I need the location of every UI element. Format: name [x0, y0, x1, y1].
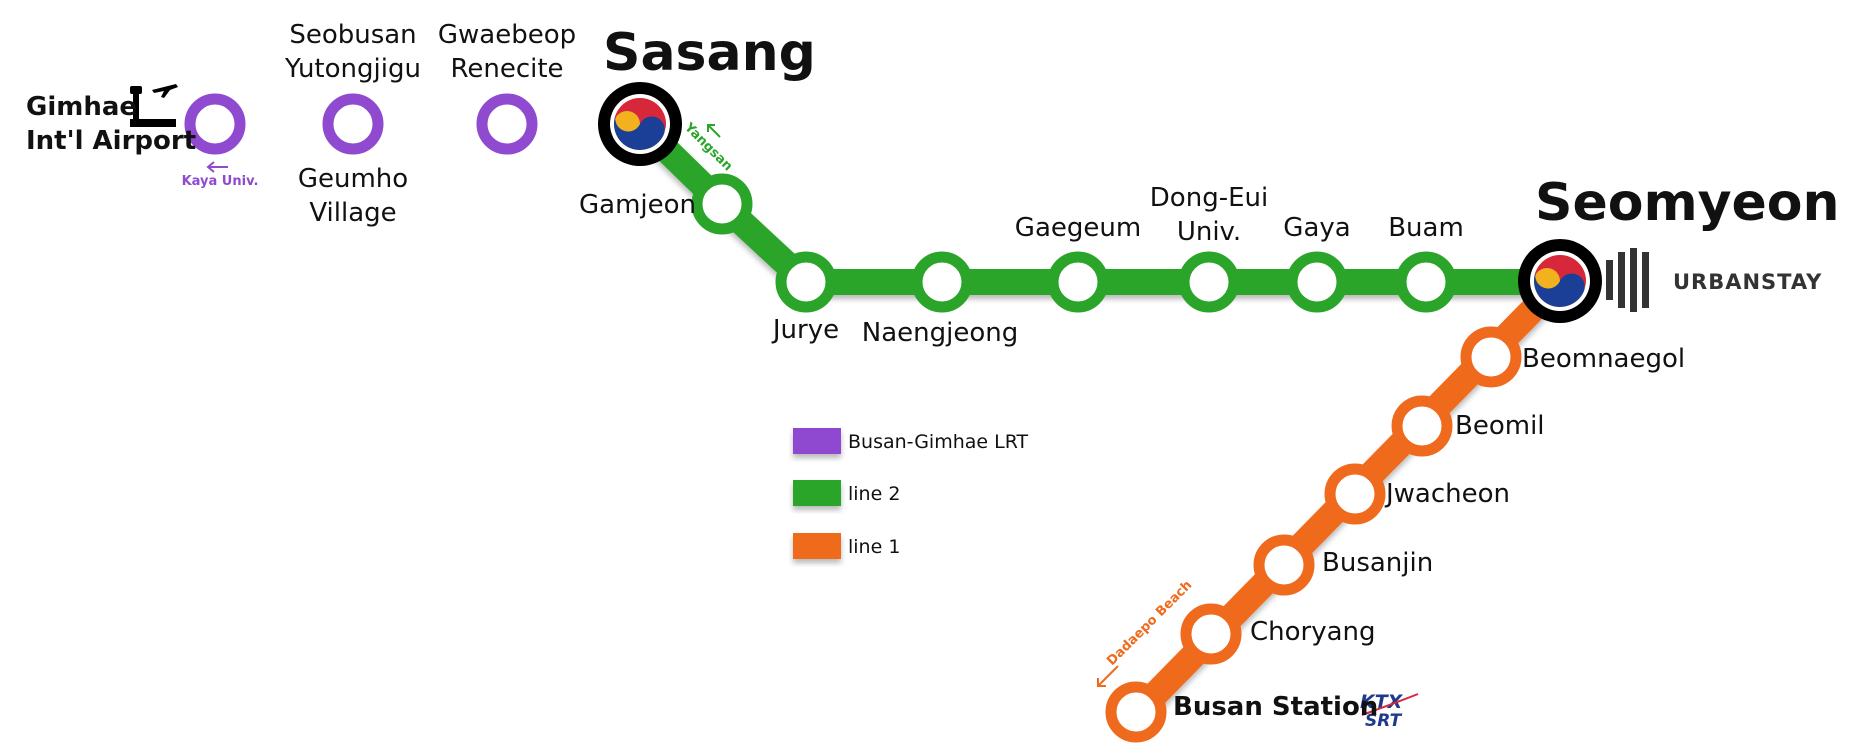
station-label-naengjeong[interactable]: Naengjeong: [862, 318, 1018, 348]
legend-label-line1: line 1: [848, 536, 900, 558]
station-label-jwacheon[interactable]: Jwacheon: [1384, 479, 1510, 509]
station-marker-jurye[interactable]: [775, 251, 837, 313]
station-label-dongeui[interactable]: Dong-Eui: [1150, 183, 1268, 213]
station-label-gamjeon[interactable]: Gamjeon: [579, 190, 696, 220]
station-label-seobusan[interactable]: Seobusan: [289, 20, 416, 50]
legend-swatch-lrt: [793, 428, 841, 454]
station-label-geumho-2[interactable]: Village: [309, 198, 396, 228]
station-label-choryang[interactable]: Choryang: [1250, 617, 1376, 647]
station-marker-busanjin[interactable]: [1253, 534, 1315, 596]
station-marker-gwaebeop[interactable]: [476, 93, 538, 155]
station-label-beomnaegol[interactable]: Beomnaegol: [1522, 344, 1685, 374]
station-marker-gimhae[interactable]: [184, 93, 246, 155]
station-label-busanjin[interactable]: Busanjin: [1322, 548, 1433, 578]
airport-icon: [130, 84, 178, 127]
srt-label: SRT: [1365, 711, 1403, 731]
station-marker-dongeui[interactable]: [1178, 251, 1240, 313]
station-label-gwaebeop-2[interactable]: Renecite: [450, 54, 563, 84]
station-marker-geumho[interactable]: [322, 93, 384, 155]
station-label-seomyeon[interactable]: Seomyeon: [1535, 173, 1840, 233]
station-marker-busan-station[interactable]: [1105, 681, 1167, 743]
station-marker-naengjeong[interactable]: [911, 251, 973, 313]
taegeuk-icon: [598, 82, 682, 166]
station-label-beomil[interactable]: Beomil: [1455, 411, 1545, 441]
station-label-seobusan-2[interactable]: Yutongjigu: [284, 54, 421, 84]
station-label-dongeui-2[interactable]: Univ.: [1177, 217, 1241, 247]
station-marker-beomnaegol[interactable]: [1460, 326, 1522, 388]
taegeuk-icon: [1518, 239, 1602, 323]
ktx-srt-logo: KTX SRT: [1360, 691, 1419, 731]
urbanstay-logo: URBANSTAY: [1606, 248, 1822, 312]
station-marker-gaya[interactable]: [1286, 251, 1348, 313]
station-markers: [184, 93, 1522, 743]
legend-swatch-line1: [793, 533, 841, 559]
direction-kaya: Kaya Univ.: [182, 161, 259, 189]
station-marker-choryang[interactable]: [1180, 603, 1242, 665]
station-marker-jwacheon[interactable]: [1324, 463, 1386, 525]
legend: Busan-Gimhae LRT line 2 line 1: [793, 428, 1029, 559]
legend-swatch-line2: [793, 480, 841, 506]
station-label-busan-station[interactable]: Busan Station: [1173, 692, 1378, 722]
legend-label-line2: line 2: [848, 483, 900, 505]
direction-label-kaya: Kaya Univ.: [182, 174, 259, 189]
legend-label-lrt: Busan-Gimhae LRT: [848, 431, 1029, 453]
station-label-geumho[interactable]: Geumho: [298, 164, 408, 194]
station-label-gaegeum[interactable]: Gaegeum: [1015, 213, 1141, 243]
station-label-buam[interactable]: Buam: [1388, 213, 1464, 243]
station-label-gwaebeop[interactable]: Gwaebeop: [438, 20, 576, 50]
station-marker-buam[interactable]: [1395, 251, 1457, 313]
station-marker-gamjeon[interactable]: [691, 173, 753, 235]
station-marker-beomil[interactable]: [1391, 395, 1453, 457]
ktx-label: KTX: [1360, 691, 1404, 713]
urbanstay-label: URBANSTAY: [1673, 270, 1822, 294]
station-label-sasang[interactable]: Sasang: [603, 23, 816, 83]
station-marker-gaegeum[interactable]: [1047, 251, 1109, 313]
station-label-gimhae-airport[interactable]: Int'l Airport: [26, 126, 196, 156]
station-label-jurye[interactable]: Jurye: [771, 315, 839, 345]
station-label-gaya[interactable]: Gaya: [1283, 213, 1350, 243]
station-label-gimhae[interactable]: Gimhae: [26, 92, 137, 122]
